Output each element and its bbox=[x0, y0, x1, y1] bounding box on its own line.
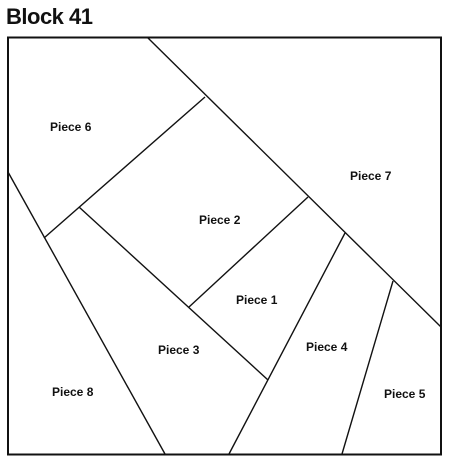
piece-5-label: Piece 5 bbox=[384, 387, 426, 401]
seam-piece1-piece4 bbox=[228, 232, 346, 455]
piece-2-label: Piece 2 bbox=[199, 213, 241, 227]
block-border bbox=[7, 36, 442, 456]
seam-piece4-piece5 bbox=[341, 280, 394, 455]
piece-8-label: Piece 8 bbox=[52, 385, 94, 399]
seam-piece2-piece3 bbox=[78, 206, 269, 381]
seam-piece8-left bbox=[7, 171, 166, 455]
seam-piece6-piece2 bbox=[43, 96, 206, 239]
piece-6-label: Piece 6 bbox=[50, 120, 92, 134]
piece-3-label: Piece 3 bbox=[158, 343, 200, 357]
piece-7-label: Piece 7 bbox=[350, 169, 392, 183]
seam-piece2-piece1 bbox=[188, 196, 309, 308]
piece-1-label: Piece 1 bbox=[236, 293, 278, 307]
piece-4-label: Piece 4 bbox=[306, 340, 348, 354]
seam-piece6-piece7 bbox=[147, 37, 442, 328]
block-title: Block 41 bbox=[6, 4, 93, 29]
